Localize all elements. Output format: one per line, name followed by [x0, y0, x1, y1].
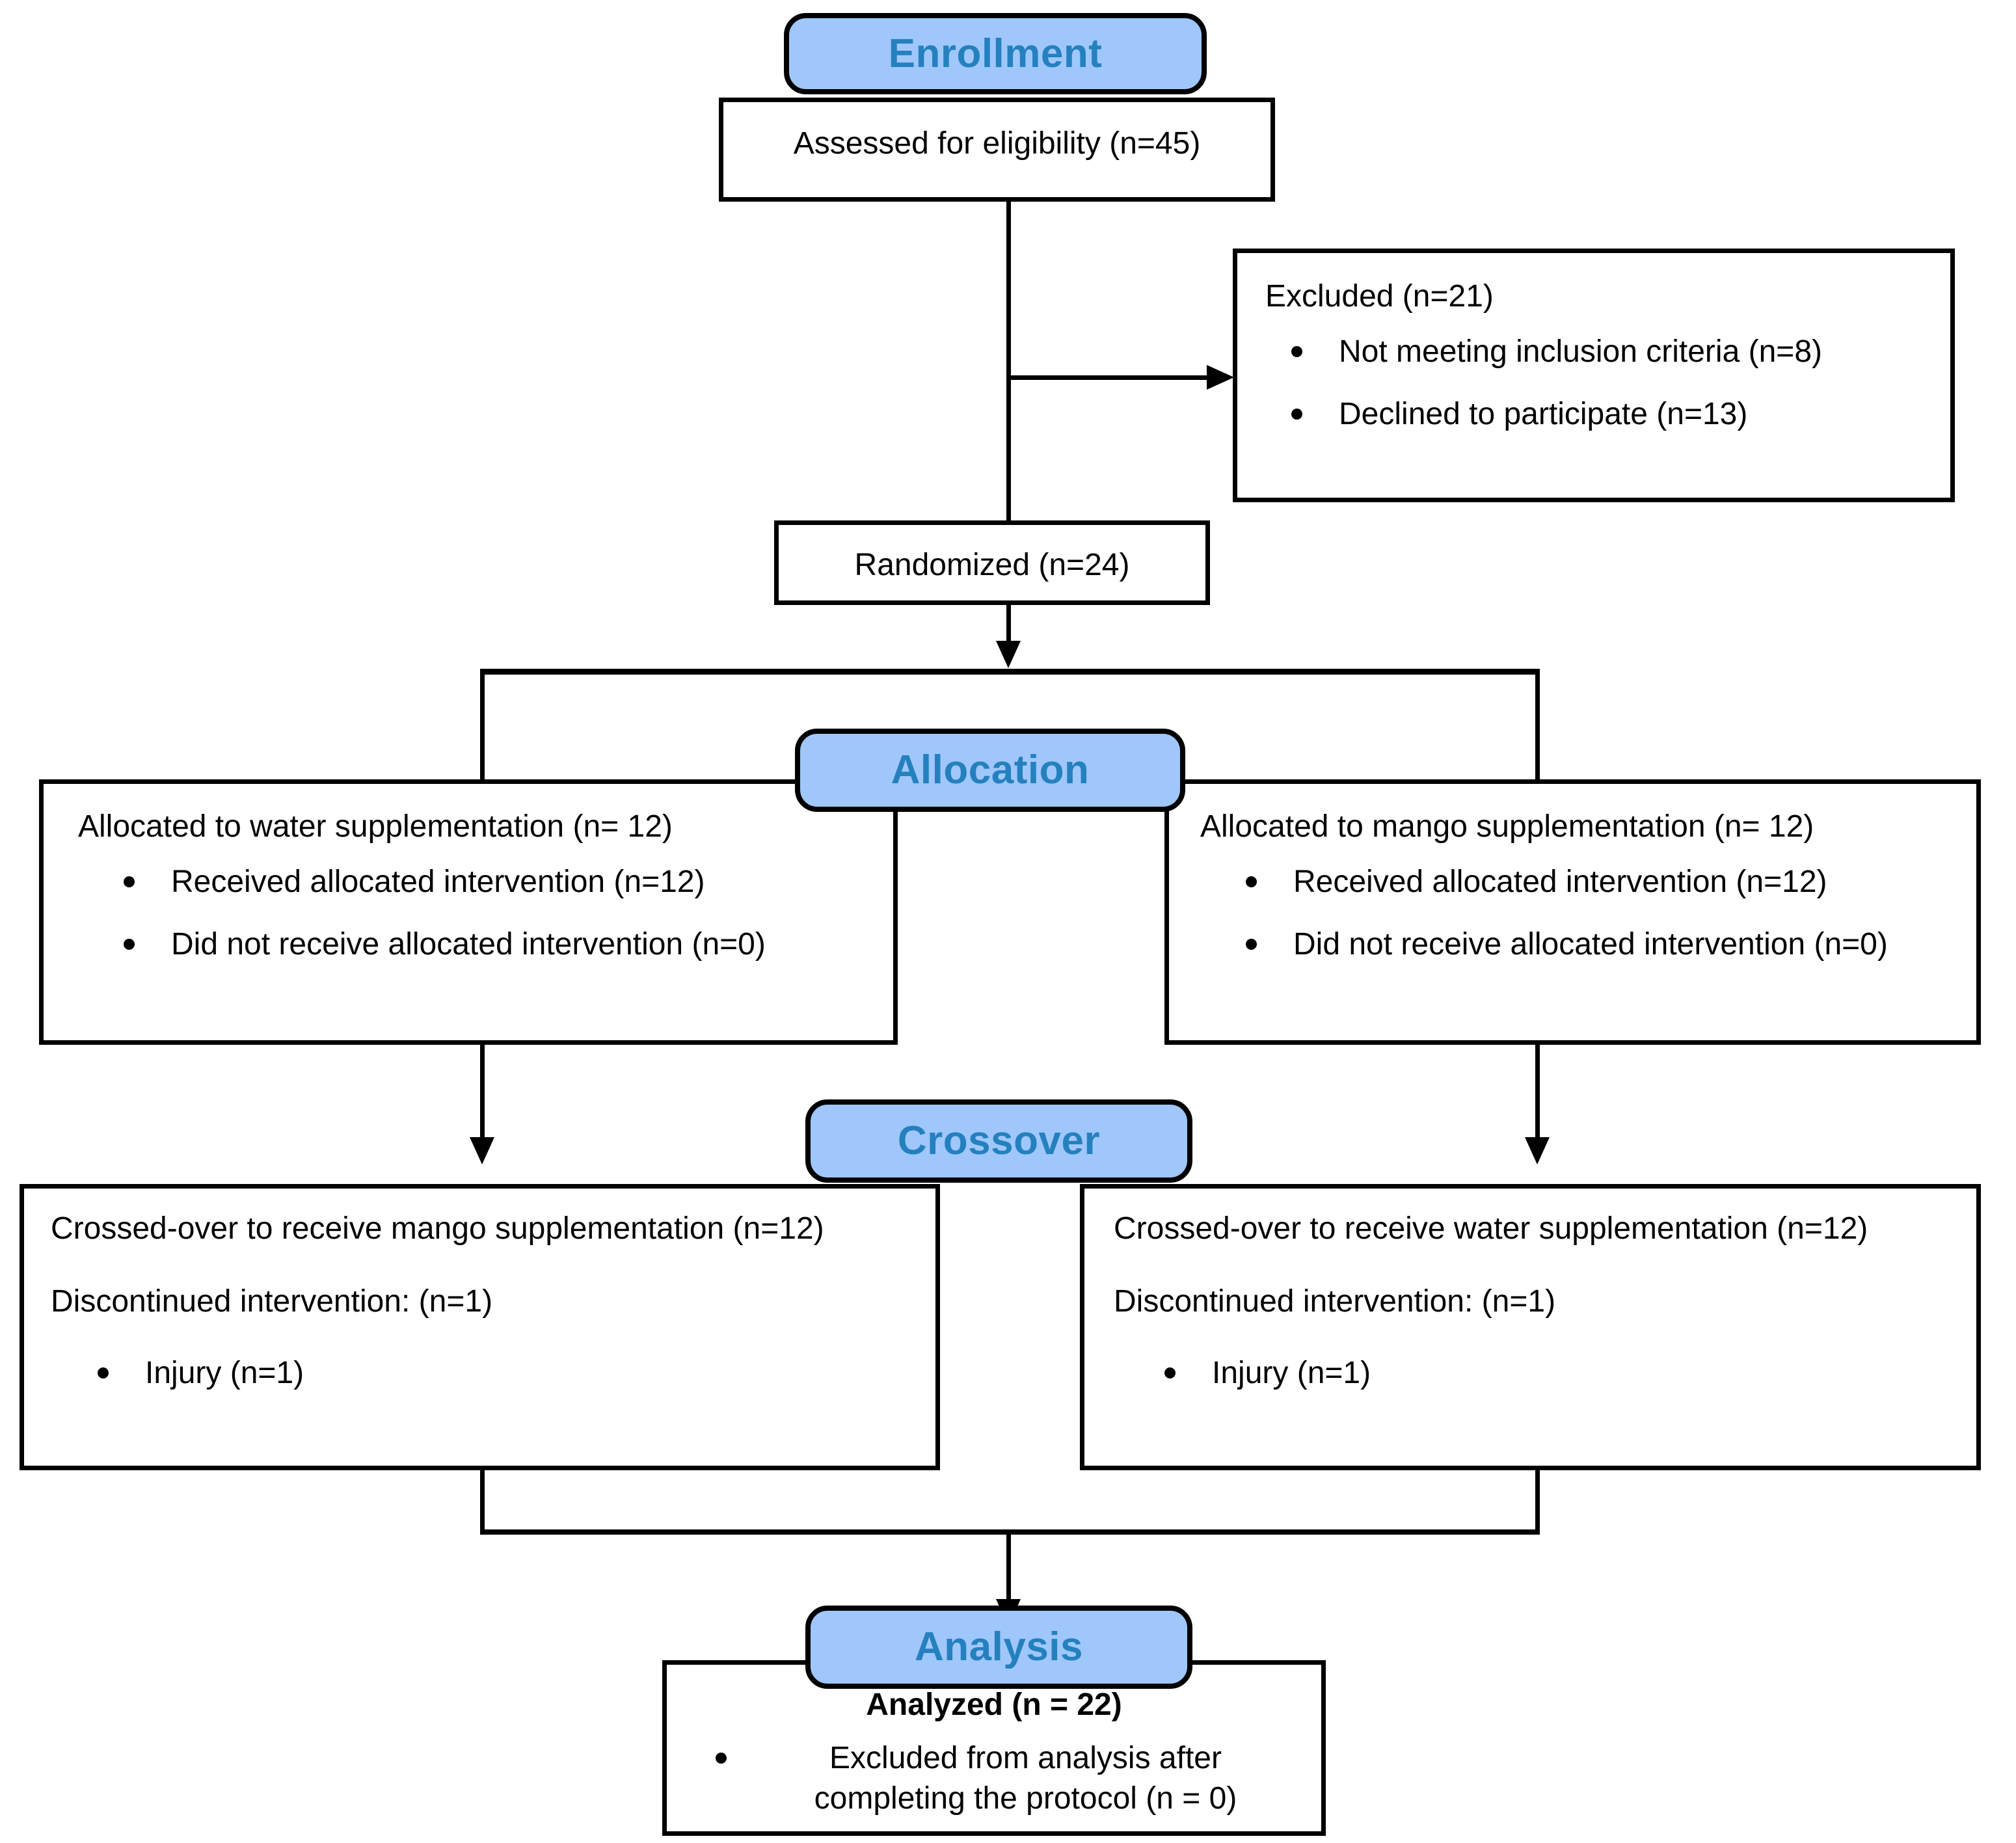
randomized-box: [774, 520, 1210, 605]
crossover-right-box: [1080, 1184, 1981, 1470]
stage-badge-allocation: Allocation: [795, 729, 1185, 812]
bullet-icon: [1246, 876, 1257, 887]
arrow-randomized-down-icon: [996, 641, 1021, 668]
crossover-left-heading: Crossed-over to receive mango supplement…: [51, 1211, 824, 1246]
allocation-left-heading: Allocated to water supplementation (n= 1…: [78, 809, 673, 844]
connector-right-crossover-down: [1535, 1470, 1540, 1534]
list-item: Received allocated intervention (n=12): [1246, 862, 1961, 902]
connector-left-alloc-to-crossover: [480, 1045, 485, 1142]
connector-merge-to-analysis: [1006, 1535, 1011, 1603]
allocation-left-list: Received allocated intervention (n=12) D…: [124, 862, 872, 965]
excluded-box: [1233, 249, 1955, 502]
list-item: Did not receive allocated intervention (…: [1246, 924, 1961, 965]
bullet-icon: [124, 876, 135, 887]
bullet-icon: [124, 939, 135, 950]
list-item: Injury (n=1): [1164, 1353, 1945, 1393]
connector-split-left-leg: [480, 669, 485, 835]
assessed-for-eligibility-box: [719, 98, 1275, 202]
analysis-merge-bar: [480, 1529, 1540, 1535]
list-item: Excluded from analysis after completing …: [716, 1738, 1288, 1820]
list-item: Not meeting inclusion criteria (n=8): [1291, 332, 1942, 372]
crossover-right-list: Injury (n=1): [1164, 1353, 1945, 1393]
allocation-right-heading: Allocated to mango supplementation (n= 1…: [1200, 809, 1814, 844]
connector-assessed-to-randomized: [1006, 202, 1011, 520]
arrow-left-alloc-down-icon: [470, 1137, 494, 1164]
connector-assessed-to-excluded: [1011, 375, 1209, 380]
connector-right-alloc-to-crossover: [1535, 1045, 1540, 1142]
arrow-right-alloc-down-icon: [1525, 1137, 1550, 1164]
bullet-icon: [1246, 939, 1257, 950]
stage-badge-analysis-label: Analysis: [914, 1624, 1084, 1669]
allocation-left-box: [39, 779, 898, 1045]
crossover-left-list: Injury (n=1): [98, 1353, 878, 1393]
allocation-right-box: [1164, 779, 1981, 1045]
allocation-right-list: Received allocated intervention (n=12) D…: [1246, 862, 1961, 965]
bullet-icon: [1164, 1367, 1176, 1379]
excluded-reason-text: Declined to participate (n=13): [1339, 397, 1748, 432]
analyzed-heading: Analyzed (n = 22): [866, 1688, 1122, 1722]
stage-badge-analysis: Analysis: [805, 1606, 1192, 1689]
bullet-icon: [1291, 346, 1302, 357]
stage-badge-allocation-label: Allocation: [891, 747, 1090, 792]
connector-left-crossover-down: [480, 1470, 485, 1534]
stage-badge-enrollment: Enrollment: [784, 13, 1207, 94]
crossover-right-heading: Crossed-over to receive water supplement…: [1114, 1211, 1868, 1246]
stage-badge-crossover: Crossover: [805, 1099, 1192, 1183]
list-item: Received allocated intervention (n=12): [124, 862, 872, 902]
crossover-right-discontinued: Discontinued intervention: (n=1): [1114, 1284, 1556, 1319]
connector-randomized-down: [1006, 605, 1011, 643]
allocation-left-item-text: Received allocated intervention (n=12): [171, 865, 705, 899]
list-item: Declined to participate (n=13): [1291, 394, 1942, 435]
bullet-icon: [98, 1367, 109, 1379]
arrow-to-excluded-icon: [1207, 365, 1234, 390]
analysis-list: Excluded from analysis after completing …: [716, 1738, 1288, 1820]
list-item: Did not receive allocated intervention (…: [124, 924, 872, 965]
excluded-reason-text: Not meeting inclusion criteria (n=8): [1339, 334, 1822, 369]
bullet-icon: [716, 1753, 727, 1764]
crossover-left-discontinued: Discontinued intervention: (n=1): [51, 1284, 493, 1319]
bullet-icon: [1291, 409, 1302, 420]
stage-badge-crossover-label: Crossover: [897, 1118, 1101, 1163]
stage-badge-enrollment-label: Enrollment: [888, 31, 1103, 76]
allocation-split-bar: [480, 669, 1540, 675]
excluded-heading: Excluded (n=21): [1265, 279, 1494, 314]
connector-split-right-leg: [1535, 669, 1540, 835]
list-item: Injury (n=1): [98, 1353, 878, 1393]
crossover-left-box: [20, 1184, 940, 1470]
allocation-left-item-text: Did not receive allocated intervention (…: [171, 927, 766, 962]
allocation-right-item-text: Did not receive allocated intervention (…: [1293, 927, 1888, 962]
randomized-text: Randomized (n=24): [854, 548, 1130, 582]
allocation-right-item-text: Received allocated intervention (n=12): [1293, 865, 1827, 899]
assessed-for-eligibility-text: Assessed for eligibility (n=45): [793, 126, 1201, 161]
crossover-left-item-text: Injury (n=1): [145, 1356, 304, 1390]
excluded-reasons-list: Not meeting inclusion criteria (n=8) Dec…: [1291, 332, 1942, 435]
crossover-right-item-text: Injury (n=1): [1212, 1356, 1371, 1390]
analysis-item-text: Excluded from analysis after completing …: [814, 1741, 1237, 1816]
